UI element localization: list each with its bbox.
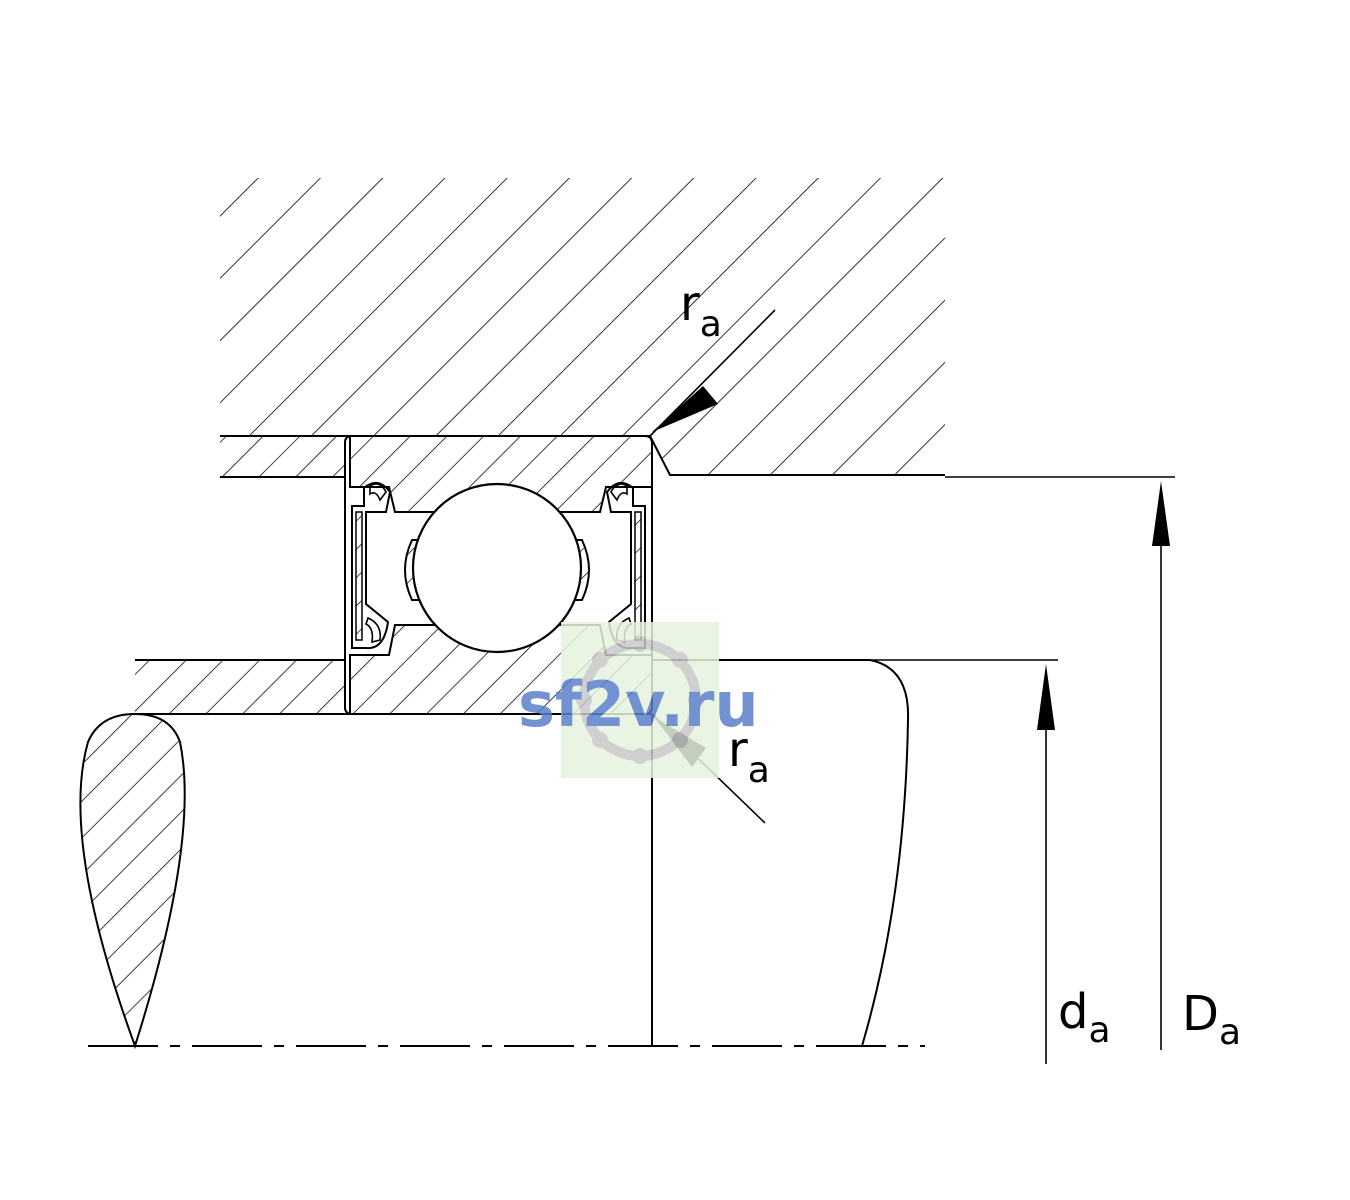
shaft-shoulder-strip [135,659,345,715]
label-ra-top: ra [680,276,722,345]
label-ra-bottom-sub: a [748,750,770,791]
watermark-text: sf2v.ru [518,668,759,741]
housing-shoulder-strip [220,436,345,478]
label-da-main: d [1058,984,1088,1040]
label-Da-main: D [1182,986,1219,1042]
label-ra-top-main: r [680,276,700,332]
ball [411,482,583,654]
watermark-balls [576,636,704,764]
shaft-section-left [79,712,186,1050]
radius-indicator-top [649,309,776,437]
label-Da: Da [1182,986,1241,1053]
label-da-sub: a [1088,1010,1110,1051]
dimension-Da [1152,481,1170,1050]
watermark: sf2v.ru [518,622,759,778]
left-seal [351,481,392,650]
label-ra-top-sub: a [700,304,722,345]
label-ra-bottom: ra [728,722,770,791]
label-Da-sub: a [1219,1012,1241,1053]
housing [220,178,945,476]
extension-lines [870,476,1175,661]
label-da: da [1058,984,1111,1051]
label-ra-bottom-main: r [728,722,748,778]
dimension-da [1037,664,1055,1064]
